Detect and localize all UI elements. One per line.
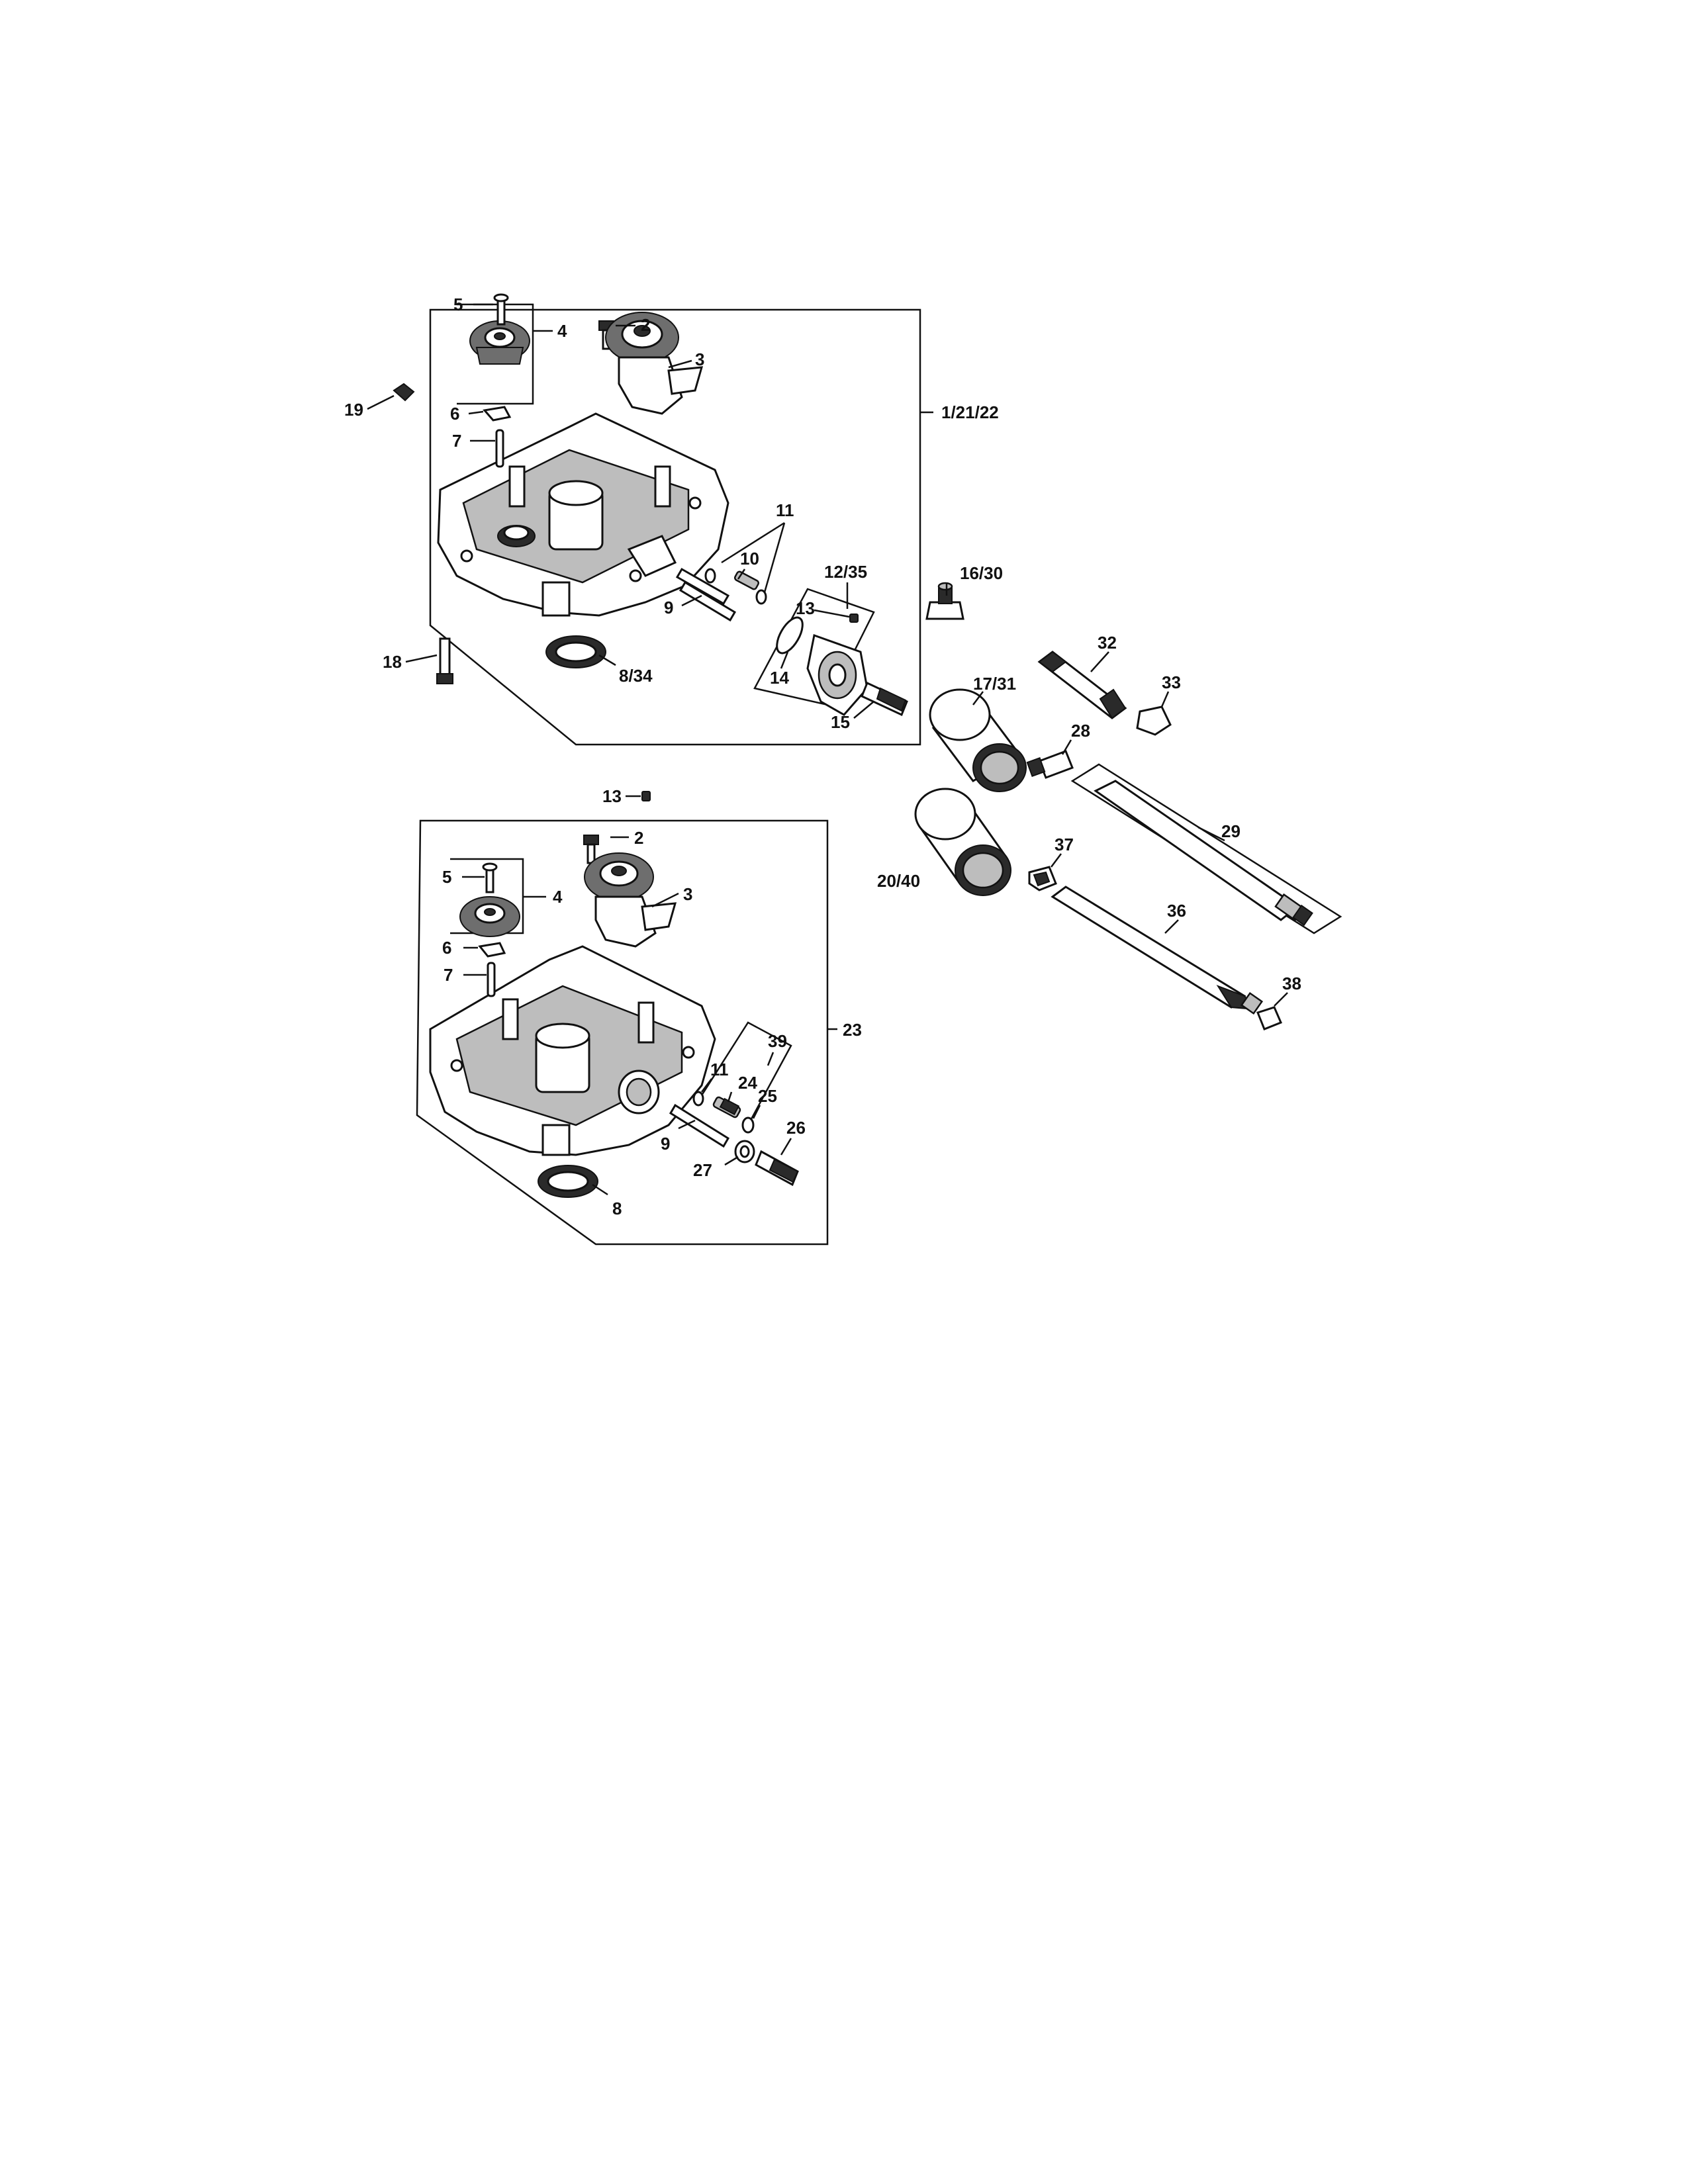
plug-part-38 [1256, 1006, 1282, 1030]
upper-part4-box [457, 303, 534, 405]
upper-bolt-part-18 [436, 637, 453, 684]
upper-plug-part-13 [849, 614, 859, 623]
callout-24: 24 [738, 1073, 757, 1093]
callout-20-40: 20/40 [877, 871, 920, 891]
lower-washer-part-27 [734, 1140, 755, 1163]
callout-32: 32 [1098, 633, 1117, 653]
callout-9-upper: 9 [664, 598, 673, 617]
lower-o-ring-part-11 [692, 1091, 704, 1107]
lower-valve-part-24 [712, 1096, 741, 1118]
callout-8-34: 8/34 [619, 666, 653, 686]
callout-19: 19 [344, 400, 363, 420]
callout-28: 28 [1071, 721, 1090, 741]
upper-pin-part-10 [733, 570, 760, 590]
lower-washer-part-6 [478, 942, 506, 958]
callout-29: 29 [1221, 821, 1241, 841]
callout-23: 23 [843, 1020, 862, 1040]
upper-plug-part-19 [393, 383, 415, 402]
oil-filter-part-17-31 [929, 688, 1027, 792]
upper-governor-gear-part-4 [469, 320, 530, 365]
lower-oil-seal-part-8 [538, 1165, 598, 1198]
callout-13-upper: 13 [796, 598, 815, 618]
upper-o-ring-part-11 [704, 568, 767, 605]
upper-assembly [393, 293, 921, 746]
lower-assembly [416, 791, 829, 1246]
lower-adapter-part-26 [755, 1150, 799, 1187]
pipe-cap-part-33 [1136, 705, 1172, 736]
callout-33: 33 [1162, 672, 1181, 692]
upper-shaft-part-9 [675, 567, 737, 622]
callout-27: 27 [693, 1160, 712, 1180]
callout-labels: 1/21/22 2 3 4 5 6 7 8/34 9 10 11 12/35 1… [344, 295, 1301, 1218]
callout-10: 10 [740, 549, 759, 569]
callout-15: 15 [831, 712, 850, 732]
upper-o-ring-part-14 [776, 616, 804, 655]
clamp-part-37 [1028, 866, 1057, 891]
drain-tube-part-36 [1051, 886, 1264, 1015]
upper-oil-seal-part-8-34 [545, 635, 606, 668]
lower-o-ring-part-25 [741, 1116, 755, 1134]
callout-13-lower: 13 [602, 786, 622, 806]
callout-17-31: 17/31 [973, 674, 1016, 694]
lower-pin-part-7 [487, 962, 496, 997]
callout-25: 25 [758, 1086, 777, 1106]
lower-pin-part-5 [482, 862, 498, 893]
callout-9-lower: 9 [661, 1134, 670, 1154]
lower-plug-part-13 [641, 791, 651, 801]
upper-pump-housing-part-12-35 [806, 634, 868, 716]
upper-oil-pan [437, 412, 729, 617]
callout-5-upper: 5 [453, 295, 463, 314]
lower-governor-gear-part-4 [459, 896, 520, 937]
callout-37: 37 [1055, 835, 1074, 854]
lower-part39-box [700, 1021, 792, 1126]
upper-adapter-part-15 [861, 681, 908, 717]
drain-hose-part-29 [1094, 780, 1313, 927]
callout-5-lower: 5 [442, 867, 451, 887]
leader-lines [367, 303, 1288, 1196]
callout-6-upper: 6 [450, 404, 459, 424]
callout-36: 36 [1167, 901, 1186, 921]
callout-4-upper: 4 [557, 321, 567, 341]
fitting-part-28 [1026, 750, 1074, 779]
callout-16-30: 16/30 [960, 563, 1003, 583]
upper-assembly-frame [429, 308, 921, 746]
callout-2-lower: 2 [634, 828, 643, 848]
lower-oil-pan [429, 945, 716, 1156]
upper-pin-part-7 [495, 429, 504, 468]
upper-pin-part-5 [493, 293, 509, 326]
callout-8-lower: 8 [612, 1199, 622, 1218]
breather-cap-part-16-30 [925, 582, 964, 620]
callout-14: 14 [770, 668, 789, 688]
upper-oil-pump-part-3 [605, 312, 704, 415]
upper-washer-part-6 [483, 406, 512, 422]
callout-1-21-22: 1/21/22 [941, 402, 999, 422]
callout-7-upper: 7 [452, 431, 461, 451]
callout-6-lower: 6 [442, 938, 451, 958]
pipe-nipple-part-32 [1037, 651, 1127, 719]
right-side-parts [914, 582, 1342, 1030]
lower-assembly-frame [416, 819, 829, 1246]
lower-shaft-part-9 [669, 1103, 730, 1148]
callout-7-lower: 7 [444, 965, 453, 985]
callout-38: 38 [1282, 974, 1301, 993]
callout-3-upper: 3 [695, 349, 704, 369]
callout-4-lower: 4 [553, 887, 563, 907]
callout-18: 18 [383, 652, 402, 672]
callout-12-35: 12/35 [824, 562, 867, 582]
lower-bolt-part-2 [583, 835, 599, 864]
callout-11-lower: 11 [710, 1060, 729, 1079]
callout-3-lower: 3 [683, 884, 692, 904]
callout-11-upper: 11 [776, 500, 794, 520]
callout-26: 26 [786, 1118, 806, 1138]
lower-oil-pump-part-3 [584, 852, 677, 948]
oil-filter-part-20-40 [914, 788, 1011, 896]
callout-2-upper: 2 [641, 315, 650, 335]
callout-39: 39 [768, 1031, 787, 1051]
